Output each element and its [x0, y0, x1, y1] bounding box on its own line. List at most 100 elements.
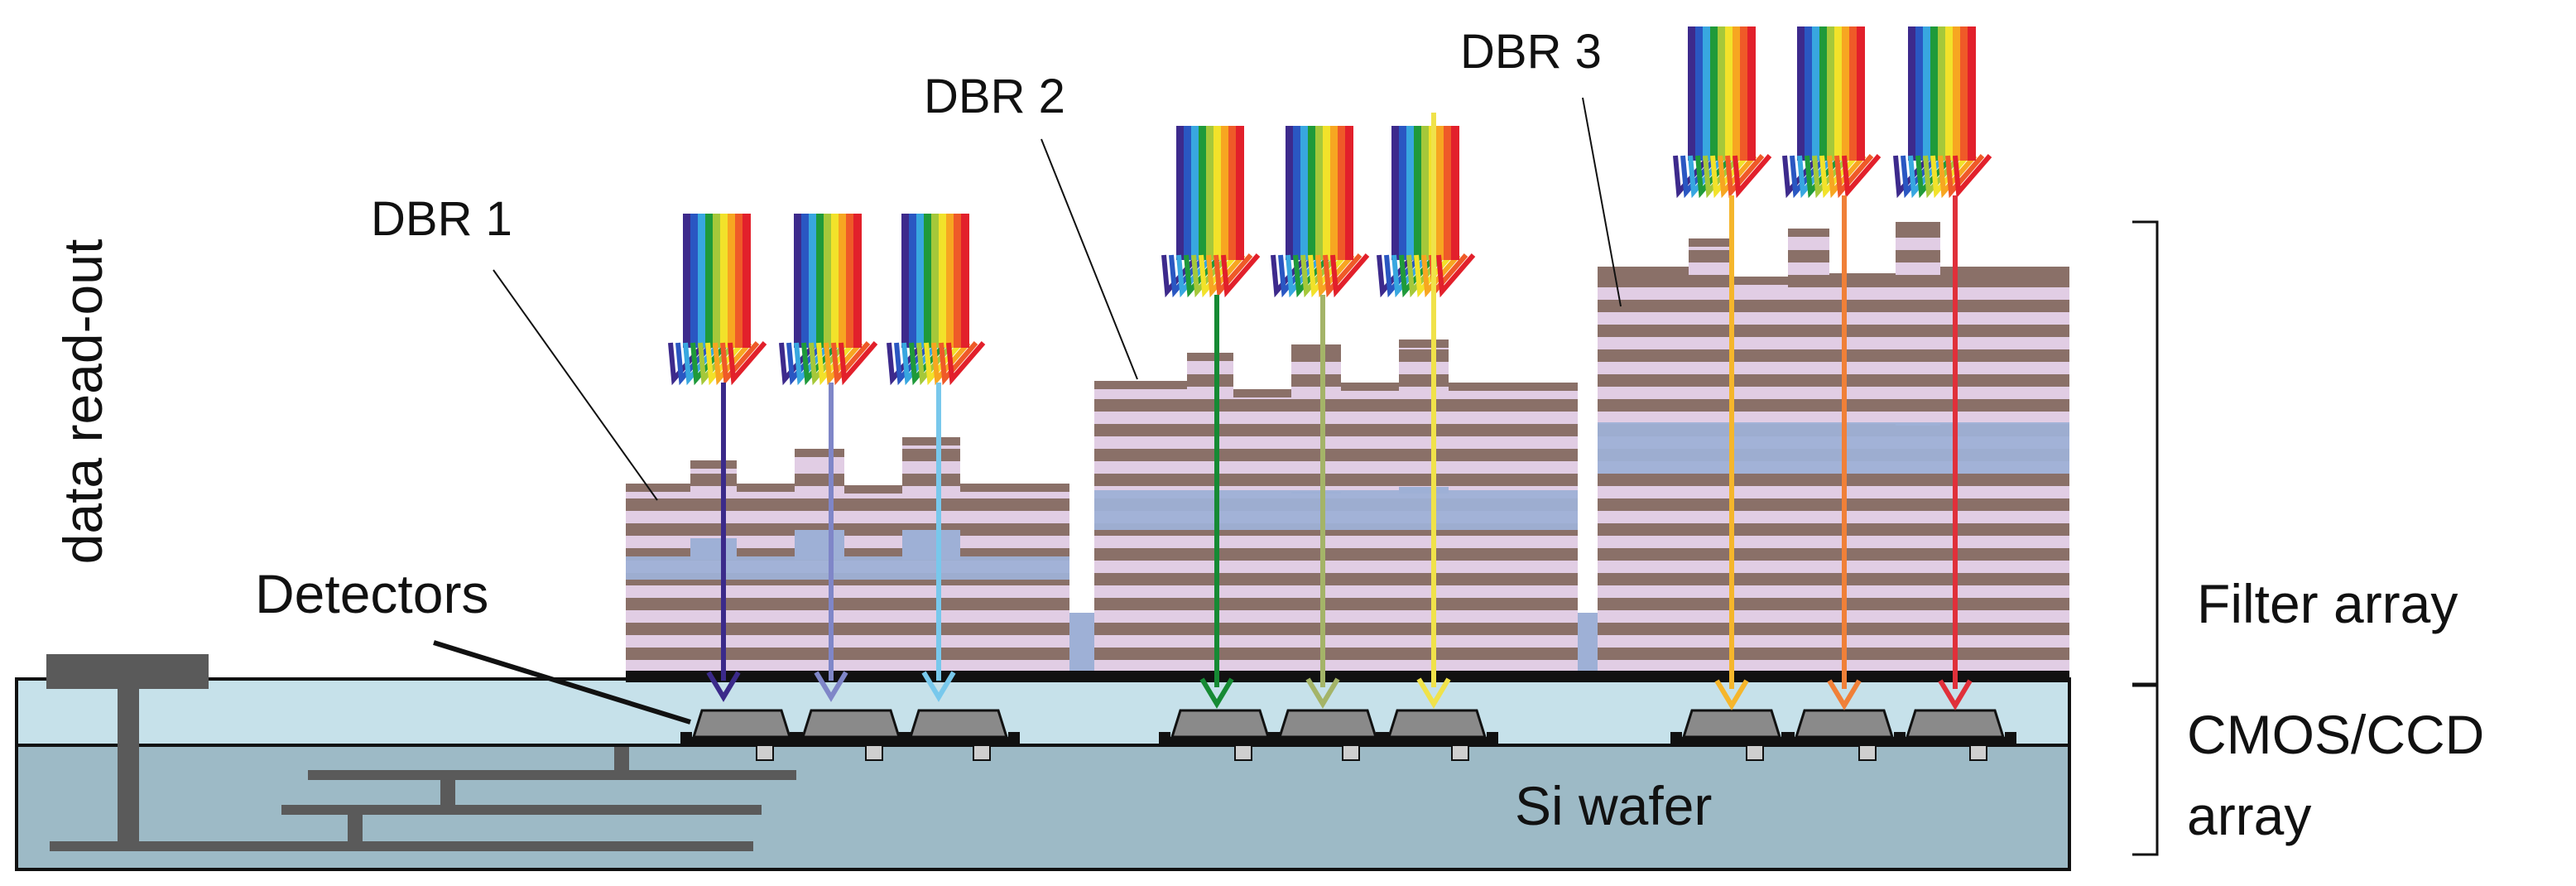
- dbr-dark-layer: [1788, 474, 1829, 486]
- dbr-dark-layer: [1896, 523, 1940, 536]
- dbr-dark-layer: [1233, 648, 1291, 660]
- dbr-dark-layer: [1449, 399, 1578, 412]
- dbr-dark-layer: [1187, 598, 1233, 610]
- rainbow-head: [1214, 253, 1253, 298]
- detector-body: [1794, 709, 1895, 739]
- dbr-dark-layer: [1598, 275, 1689, 287]
- detector-body: [1681, 709, 1782, 739]
- dbr2-leader: [1040, 138, 1138, 380]
- dbr-dark-layer: [1341, 573, 1399, 585]
- dbr-dark-layer: [902, 474, 960, 486]
- detector-pad: [1342, 744, 1360, 761]
- filter-base-line: [626, 671, 2069, 682]
- dbr-dark-layer: [1094, 648, 1187, 660]
- rainbow-head: [1206, 253, 1246, 298]
- rainbow-head: [946, 341, 986, 386]
- dbr-dark-layer: [795, 598, 844, 610]
- dbr-dark-layer: [795, 498, 844, 511]
- dbr-dark-layer: [1449, 424, 1578, 436]
- dbr-dark-layer: [1896, 573, 1940, 585]
- dbr-top-layer: [1730, 277, 1788, 285]
- detector-base: [1270, 737, 1386, 745]
- dbr-dark-layer: [1341, 598, 1399, 610]
- dbr-dark-layer: [960, 598, 1069, 610]
- transmitted-arrow: [1714, 195, 1749, 710]
- dbr-dark-layer: [1689, 300, 1730, 312]
- transmitted-head: [1827, 679, 1862, 710]
- metal-line: [50, 841, 753, 851]
- detector: [680, 709, 803, 761]
- dbr-dark-layer: [1689, 598, 1730, 610]
- dbr-dark-layer: [1291, 573, 1341, 585]
- dbr-top-layer: [1094, 381, 1187, 389]
- dbr-dark-layer: [1788, 250, 1829, 262]
- dbr-dark-layer: [1896, 275, 1940, 287]
- transmitted-head: [1416, 677, 1451, 709]
- dbr-dark-layer: [1399, 474, 1449, 486]
- dbr-dark-layer: [1094, 449, 1187, 461]
- dbr-dark-layer: [902, 598, 960, 610]
- rainbow-head: [1827, 154, 1867, 199]
- rainbow-head: [939, 341, 978, 386]
- dbr-dark-layer: [626, 498, 690, 511]
- dbr-dark-layer: [690, 498, 737, 511]
- dbr-dark-layer: [1689, 325, 1730, 337]
- dbr-dark-layer: [626, 623, 690, 635]
- dbr-dark-layer: [1598, 349, 1689, 362]
- rainbow-arrow: [1673, 26, 1772, 199]
- detector: [1376, 709, 1498, 761]
- dbr-dark-layer: [1829, 573, 1896, 585]
- metal-via: [348, 815, 363, 843]
- cmos-array-bracket: [2132, 684, 2159, 856]
- detector-contact: [680, 732, 692, 745]
- dbr-dark-layer: [1940, 349, 2069, 362]
- dbr-top-layer: [1598, 267, 1689, 275]
- dbr-dark-layer: [737, 498, 795, 511]
- rainbow-head: [728, 341, 767, 386]
- dbr-dark-layer: [1399, 648, 1449, 660]
- dbr-dark-layer: [1940, 300, 2069, 312]
- transmitted-head: [921, 671, 956, 702]
- dbr-dark-layer: [844, 498, 902, 511]
- detector-contact: [1670, 732, 1682, 745]
- dbr-dark-layer: [1598, 399, 1689, 412]
- dbr-dark-layer: [1341, 548, 1399, 561]
- detector-base: [1379, 737, 1495, 745]
- detector-pad: [1746, 744, 1764, 761]
- transmitted-head: [706, 671, 741, 702]
- dbr-dark-layer: [1730, 548, 1788, 561]
- detector-body: [1905, 709, 2006, 739]
- dbr-dark-layer: [1896, 498, 1940, 511]
- dbr-dark-layer: [844, 523, 902, 536]
- detector-pad: [1451, 744, 1469, 761]
- rainbow-head: [1842, 154, 1882, 199]
- rainbow-arrow: [1893, 26, 1992, 199]
- dbr-dark-layer: [1788, 349, 1829, 362]
- dbr-dark-layer: [1896, 623, 1940, 635]
- incident-light-arrows: [668, 26, 1992, 386]
- dbr-dark-layer: [1730, 474, 1788, 486]
- dbr-dark-layer: [1291, 648, 1341, 660]
- dbr-dark-layer: [1689, 623, 1730, 635]
- dbr-dark-layer: [1940, 573, 2069, 585]
- dbr-dark-layer: [902, 498, 960, 511]
- cavity-layer: [626, 556, 1069, 580]
- dbr-dark-layer: [1730, 349, 1788, 362]
- dbr-dark-layer: [1399, 548, 1449, 561]
- dbr-dark-layer: [1291, 374, 1341, 387]
- detector-base: [1786, 737, 1902, 745]
- cavity-spacer: [1896, 424, 1940, 426]
- dbr-dark-layer: [1788, 399, 1829, 412]
- detectors: [680, 709, 2016, 761]
- transmitted-arrow: [1938, 195, 1973, 710]
- rainbow-head: [1953, 154, 1992, 199]
- leader-lines: [433, 97, 1622, 725]
- filter-array-bracket: [2132, 220, 2159, 686]
- detector-body: [1277, 709, 1378, 739]
- dbr-dark-layer: [1399, 449, 1449, 461]
- detector: [790, 709, 912, 761]
- dbr-dark-layer: [1940, 598, 2069, 610]
- dbr-dark-layer: [626, 523, 690, 536]
- dbr-dark-layer: [1598, 325, 1689, 337]
- metal-line: [308, 770, 796, 780]
